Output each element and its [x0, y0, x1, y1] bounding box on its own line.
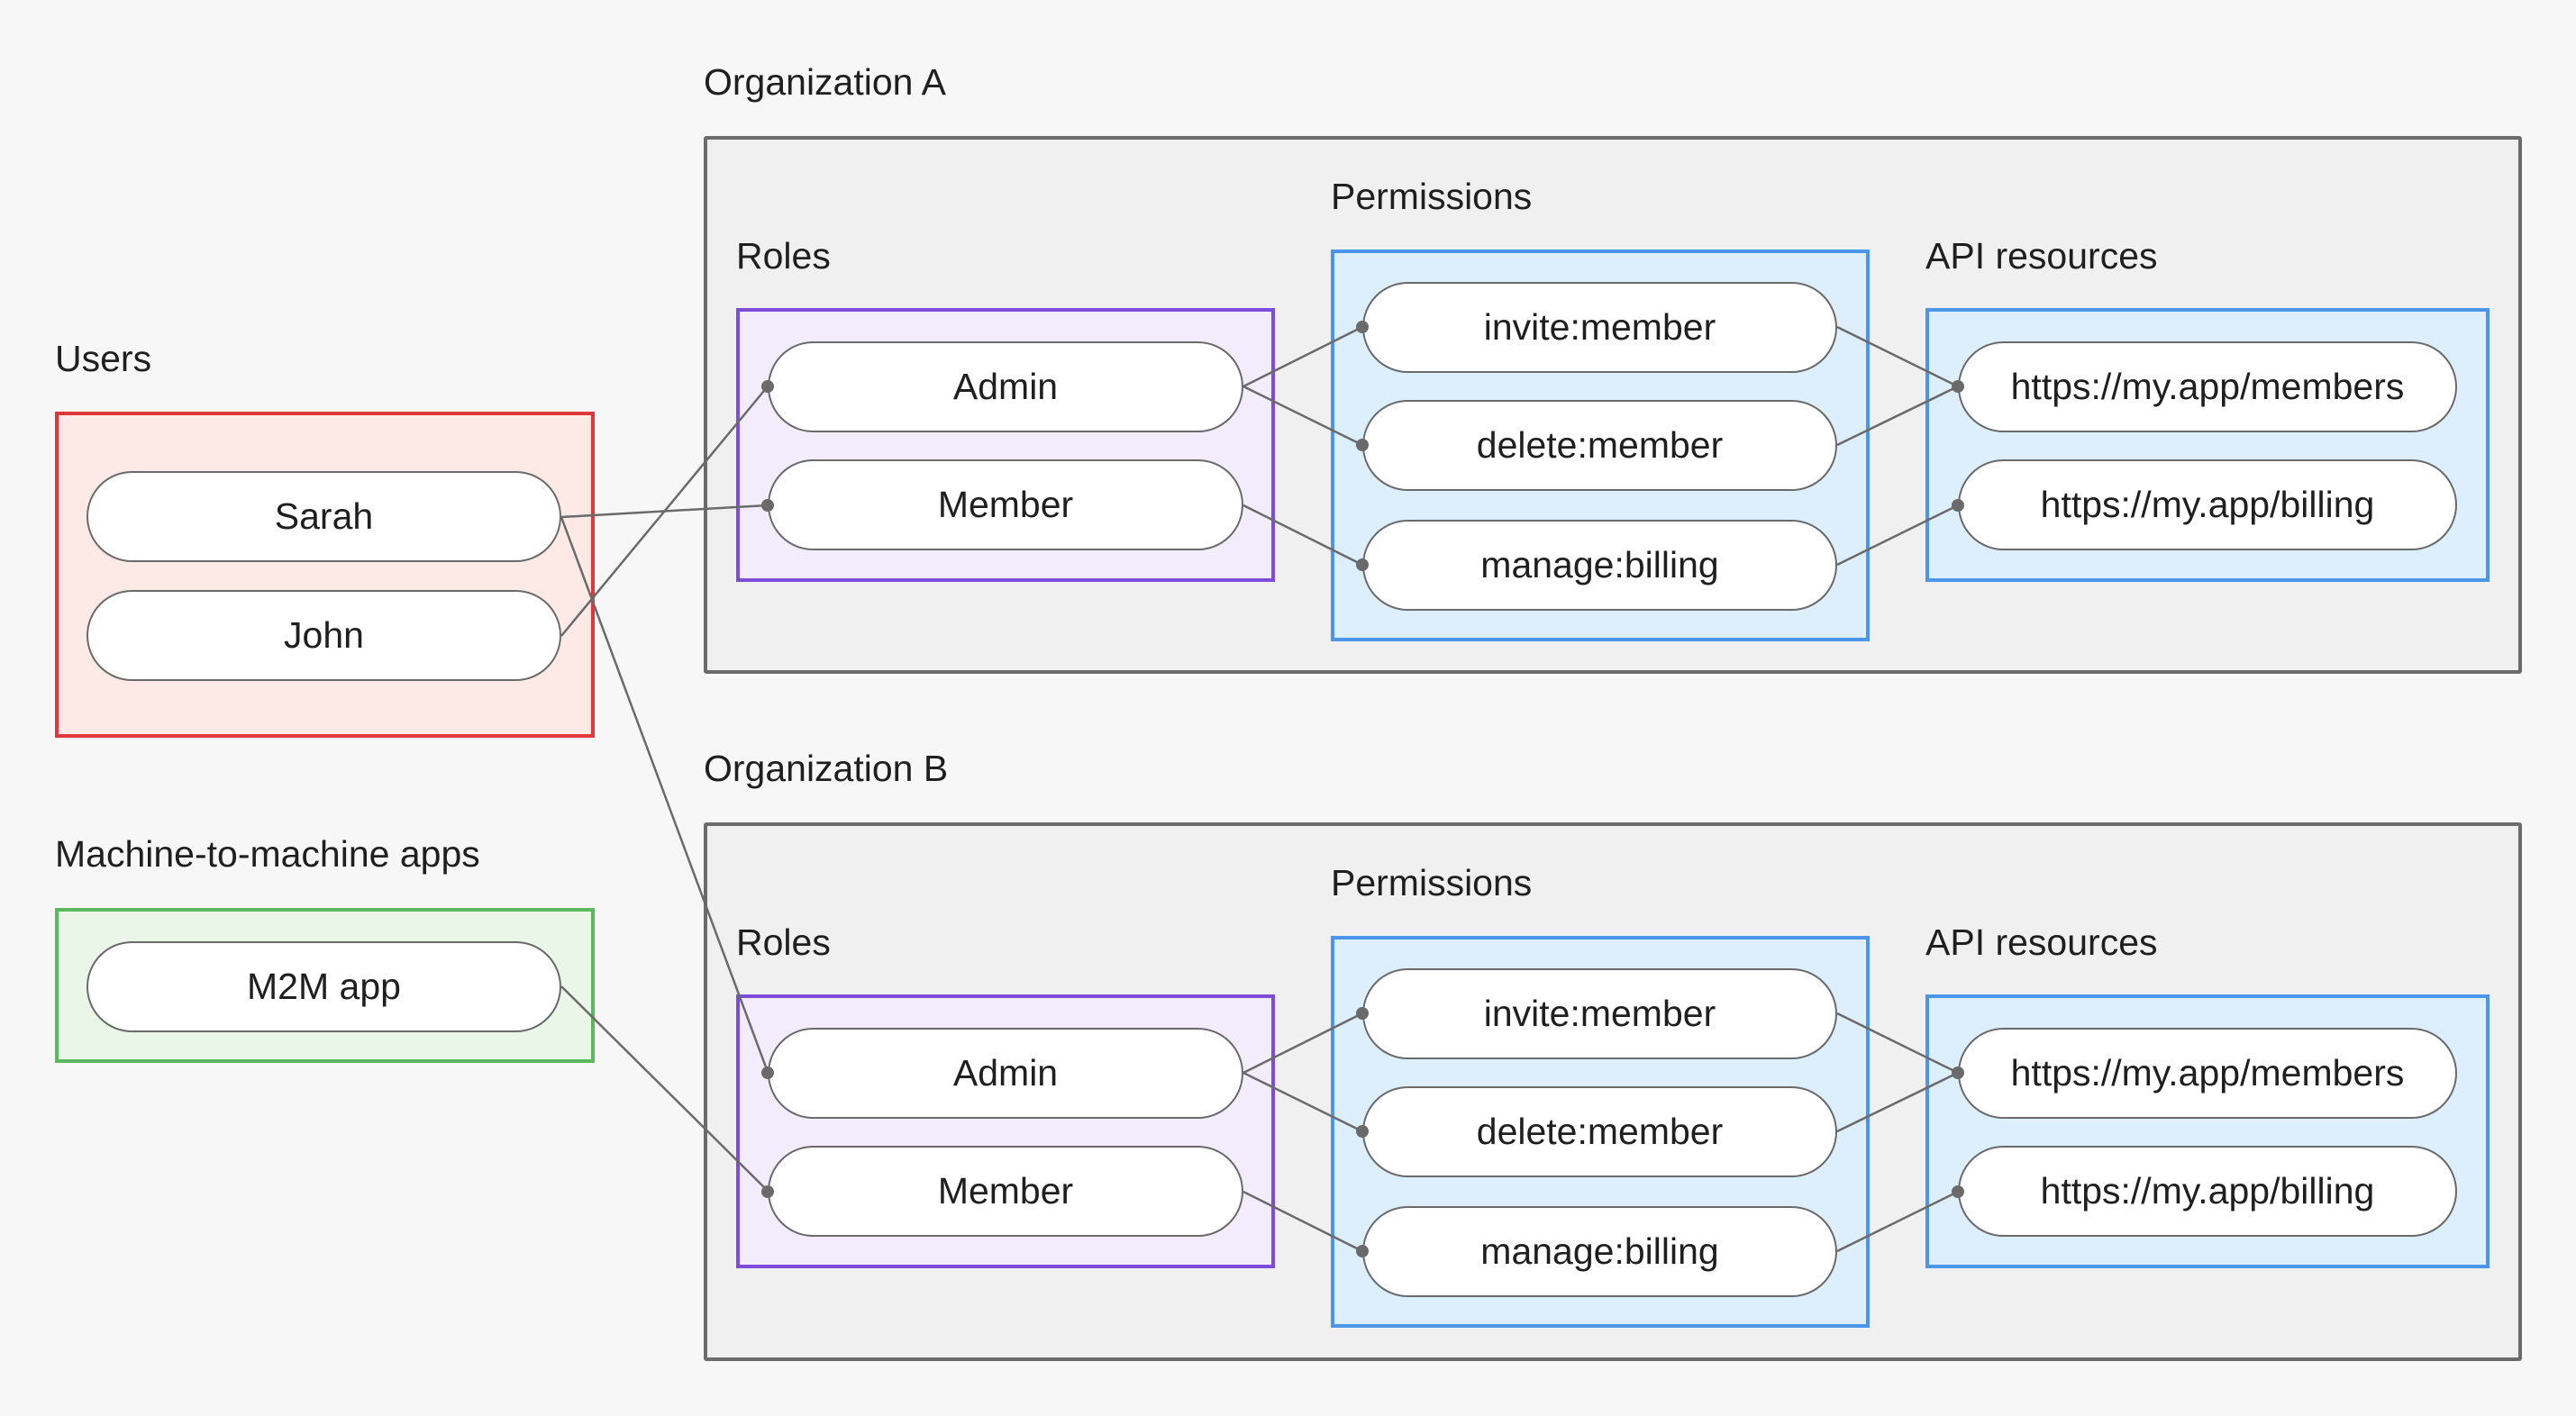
users-group — [55, 412, 595, 738]
organization-b-title: Organization B — [704, 748, 949, 789]
org-b-roles-title: Roles — [736, 921, 831, 963]
org-b-permissions-title: Permissions — [1331, 862, 1533, 903]
org-a-api-billing[interactable]: https://my.app/billing — [1958, 459, 2457, 550]
org-b-role-admin[interactable]: Admin — [768, 1028, 1243, 1119]
m2m-app[interactable]: M2M app — [86, 941, 561, 1032]
org-b-permission-invite-member[interactable]: invite:member — [1362, 968, 1837, 1059]
org-b-api-billing[interactable]: https://my.app/billing — [1958, 1146, 2457, 1237]
org-a-roles-title: Roles — [736, 235, 831, 277]
org-a-permission-manage-billing[interactable]: manage:billing — [1362, 520, 1837, 611]
org-b-permission-delete-member[interactable]: delete:member — [1362, 1086, 1837, 1177]
org-a-role-member[interactable]: Member — [768, 459, 1243, 550]
m2m-title: Machine-to-machine apps — [55, 833, 480, 875]
organization-a-title: Organization A — [704, 61, 946, 103]
org-a-permission-delete-member[interactable]: delete:member — [1362, 400, 1837, 491]
org-b-permission-manage-billing[interactable]: manage:billing — [1362, 1206, 1837, 1297]
user-john[interactable]: John — [86, 590, 561, 681]
org-a-permission-invite-member[interactable]: invite:member — [1362, 282, 1837, 373]
org-b-role-member[interactable]: Member — [768, 1146, 1243, 1237]
org-a-api-members[interactable]: https://my.app/members — [1958, 341, 2457, 432]
org-a-api-title: API resources — [1925, 235, 2158, 277]
users-title: Users — [55, 338, 152, 379]
org-b-api-members[interactable]: https://my.app/members — [1958, 1028, 2457, 1119]
user-sarah[interactable]: Sarah — [86, 471, 561, 562]
org-a-role-admin[interactable]: Admin — [768, 341, 1243, 432]
org-b-api-title: API resources — [1925, 921, 2158, 963]
org-a-permissions-title: Permissions — [1331, 176, 1533, 217]
